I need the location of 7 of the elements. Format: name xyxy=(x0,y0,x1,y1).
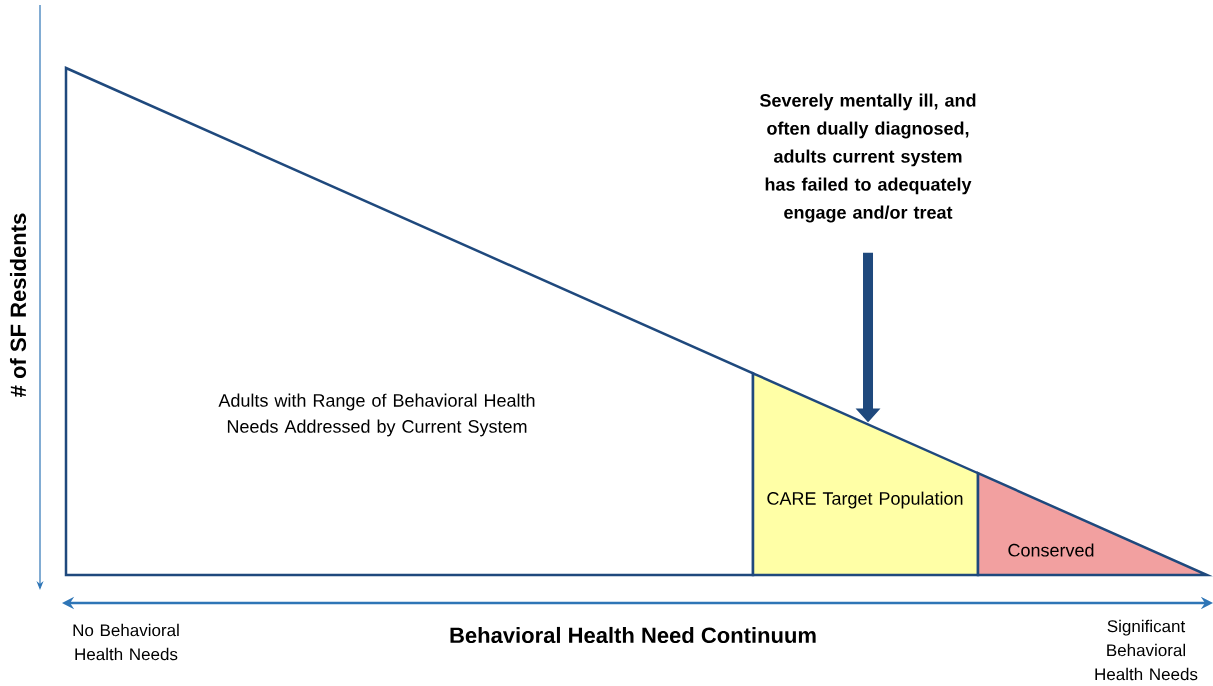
axis-title: Behavioral Health Need Continuum xyxy=(450,626,816,644)
area-region: Adults with Range of Behavioral Health Needs Addressed by Current System xyxy=(64,66,755,577)
axis-end-label: Significant Behavioral Health Needs xyxy=(1095,619,1198,681)
callout-text: Severely mentally ill, and often dually diagnosed, adults current system has failed to adequately engage and/or treat xyxy=(760,93,976,223)
axis-title: # of SF Residents xyxy=(9,213,27,397)
area-region: Conserved xyxy=(976,471,1213,577)
axis-end-label: No Behavioral Health Needs xyxy=(73,623,179,661)
